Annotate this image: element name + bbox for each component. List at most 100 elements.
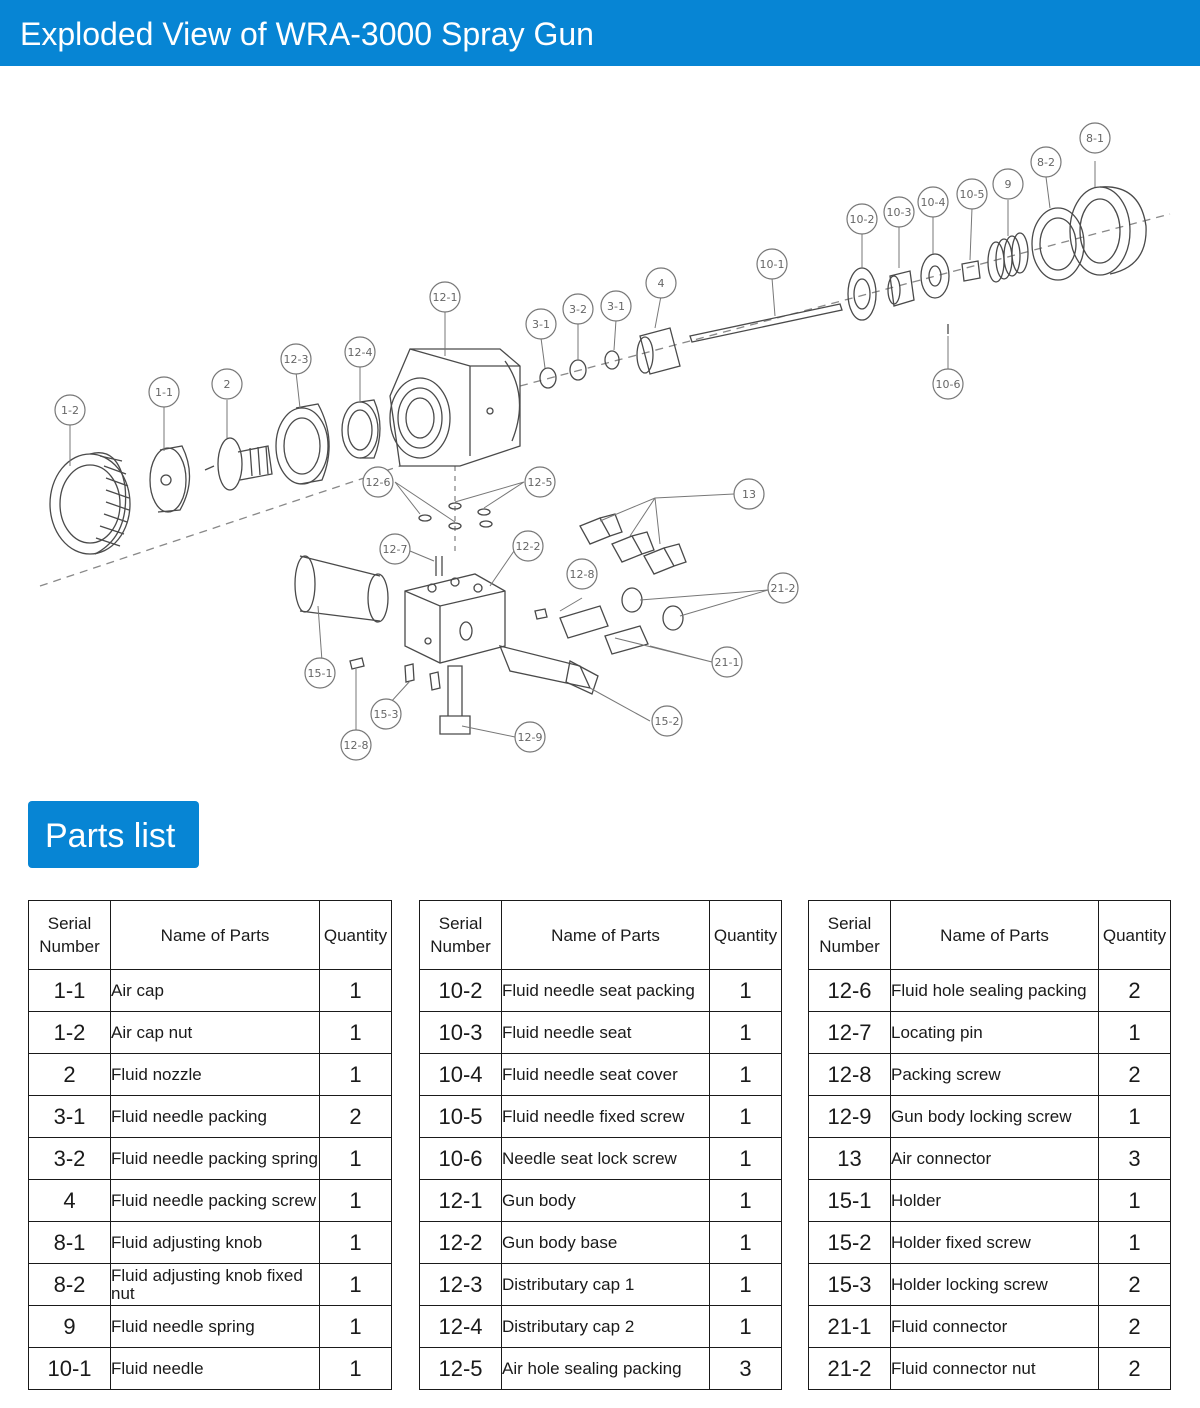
callout-text: 12-7 bbox=[383, 543, 408, 556]
quantity-cell: 1 bbox=[319, 1053, 392, 1096]
callout-text: 10-6 bbox=[936, 378, 961, 391]
callout-label: 12-2 bbox=[512, 530, 544, 562]
callout-text: 12-5 bbox=[528, 476, 553, 489]
serial-cell: 12-2 bbox=[419, 1221, 502, 1264]
column-header-quantity: Quantity bbox=[709, 900, 782, 970]
serial-cell: 2 bbox=[28, 1053, 111, 1096]
serial-cell: 21-2 bbox=[808, 1347, 891, 1390]
part-name-cell: Fluid adjusting knob bbox=[110, 1221, 320, 1264]
quantity-cell: 3 bbox=[1098, 1137, 1171, 1180]
fluid-needle-drawing bbox=[689, 303, 843, 343]
air-cap-nut-drawing bbox=[49, 452, 131, 555]
parts-table-1: Serial Number Name of Parts Quantity 1-1… bbox=[28, 900, 392, 1390]
part-name-cell: Fluid needle packing screw bbox=[110, 1179, 320, 1222]
spring-drawing bbox=[987, 232, 1029, 283]
column-header-serial: Serial Number bbox=[28, 900, 111, 970]
callout-label: 4 bbox=[645, 267, 677, 299]
part-name-cell: Needle seat lock screw bbox=[501, 1137, 710, 1180]
serial-cell: 10-6 bbox=[419, 1137, 502, 1180]
serial-cell: 10-3 bbox=[419, 1011, 502, 1054]
serial-cell: 12-8 bbox=[808, 1053, 891, 1096]
serial-cell: 12-4 bbox=[419, 1305, 502, 1348]
quantity-cell: 2 bbox=[1098, 969, 1171, 1012]
callout-label: 10-4 bbox=[917, 186, 949, 218]
serial-cell: 12-9 bbox=[808, 1095, 891, 1138]
exploded-view-drawing: 1-21-1212-312-412-13-13-23-1410-110-210-… bbox=[39, 122, 1171, 761]
callout-text: 3-1 bbox=[607, 300, 625, 313]
column-header-serial: Serial Number bbox=[419, 900, 502, 970]
callout-label: 21-2 bbox=[767, 572, 799, 604]
part-name-cell: Fluid needle seat cover bbox=[501, 1053, 710, 1096]
callout-label: 12-6 bbox=[362, 466, 394, 498]
callout-label: 12-1 bbox=[429, 281, 461, 313]
part-name-cell: Fluid connector bbox=[890, 1305, 1099, 1348]
part-name-cell: Fluid needle packing spring bbox=[110, 1137, 320, 1180]
part-name-cell: Air cap bbox=[110, 969, 320, 1012]
quantity-cell: 2 bbox=[319, 1095, 392, 1138]
part-name-cell: Fluid hole sealing packing bbox=[890, 969, 1099, 1012]
column-header-quantity: Quantity bbox=[319, 900, 392, 970]
quantity-cell: 1 bbox=[709, 1221, 782, 1264]
quantity-cell: 1 bbox=[709, 1179, 782, 1222]
callout-text: 15-2 bbox=[655, 715, 680, 728]
serial-cell: 15-2 bbox=[808, 1221, 891, 1264]
callout-text: 15-3 bbox=[374, 708, 399, 721]
quantity-cell: 1 bbox=[1098, 1011, 1171, 1054]
part-name-cell: Holder bbox=[890, 1179, 1099, 1222]
callout-text: 8-2 bbox=[1037, 156, 1055, 169]
callout-label: 3-1 bbox=[600, 290, 632, 322]
callout-text: 12-9 bbox=[518, 731, 543, 744]
serial-cell: 12-3 bbox=[419, 1263, 502, 1306]
part-name-cell: Air connector bbox=[890, 1137, 1099, 1180]
callout-label: 12-3 bbox=[280, 343, 312, 375]
callout-label: 15-1 bbox=[304, 657, 336, 689]
quantity-cell: 1 bbox=[709, 1263, 782, 1306]
callout-label: 21-1 bbox=[711, 646, 743, 678]
callout-text: 12-3 bbox=[284, 353, 309, 366]
quantity-cell: 1 bbox=[1098, 1179, 1171, 1222]
quantity-cell: 1 bbox=[1098, 1221, 1171, 1264]
page-header: Exploded View of WRA-3000 Spray Gun bbox=[0, 0, 1200, 66]
serial-cell: 3-1 bbox=[28, 1095, 111, 1138]
callout-label: 10-6 bbox=[932, 368, 964, 400]
serial-cell: 15-3 bbox=[808, 1263, 891, 1306]
fluid-nozzle-drawing bbox=[204, 437, 273, 491]
serial-cell: 12-6 bbox=[808, 969, 891, 1012]
part-name-cell: Locating pin bbox=[890, 1011, 1099, 1054]
part-name-cell: Fluid connector nut bbox=[890, 1347, 1099, 1390]
part-name-cell: Fluid needle seat packing bbox=[501, 969, 710, 1012]
callout-text: 12-8 bbox=[344, 739, 369, 752]
table-header-row: Serial Number Name of Parts Quantity bbox=[419, 900, 782, 970]
callout-label: 12-8 bbox=[566, 558, 598, 590]
serial-cell: 8-1 bbox=[28, 1221, 111, 1264]
quantity-cell: 1 bbox=[709, 1053, 782, 1096]
callout-text: 9 bbox=[1005, 178, 1012, 191]
serial-cell: 10-1 bbox=[28, 1347, 111, 1390]
air-cap-drawing bbox=[149, 445, 191, 513]
quantity-cell: 1 bbox=[319, 1305, 392, 1348]
column-header-name: Name of Parts bbox=[110, 900, 320, 970]
callout-label: 3-2 bbox=[562, 293, 594, 325]
callout-text: 10-5 bbox=[960, 188, 985, 201]
callout-text: 12-6 bbox=[366, 476, 391, 489]
quantity-cell: 1 bbox=[319, 1221, 392, 1264]
quantity-cell: 1 bbox=[709, 1137, 782, 1180]
callout-text: 12-8 bbox=[570, 568, 595, 581]
callout-text: 3-1 bbox=[532, 318, 550, 331]
